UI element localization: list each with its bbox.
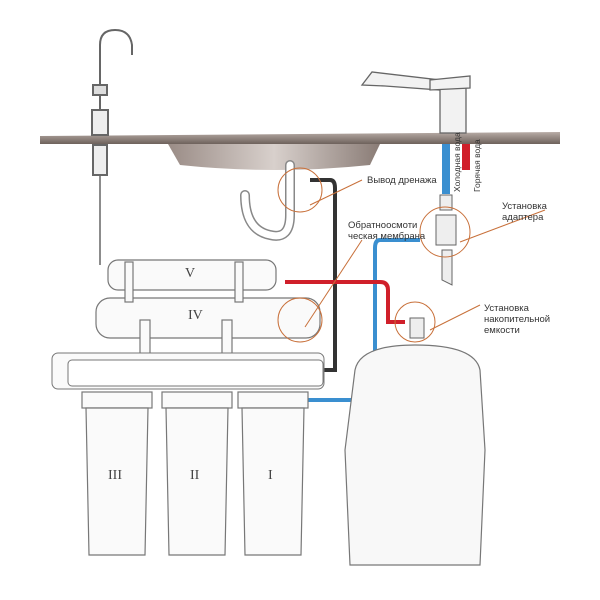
drain-pipe: [310, 178, 337, 372]
label-drain: Вывод дренажа: [367, 175, 437, 186]
stage-2-label: II: [190, 468, 200, 483]
filter-housings: [81, 391, 309, 556]
label-tank-line3: емкости: [484, 325, 520, 336]
stage-5-label: V: [185, 266, 196, 281]
membrane-housings: [95, 259, 321, 361]
countertop: [40, 132, 560, 144]
label-adapter-line2: адаптера: [502, 212, 544, 223]
sink-bowl: [168, 144, 380, 170]
ro-faucet: [91, 28, 133, 265]
cold-pipe: [300, 238, 420, 402]
stage-4-label: IV: [188, 308, 203, 323]
label-hot-water: Горячая вода: [472, 139, 482, 192]
storage-tank: [344, 344, 486, 566]
label-cold-water: Холодная вода: [452, 132, 462, 192]
mixer-faucet: [360, 71, 471, 134]
callouts: [277, 167, 546, 343]
stage-3-label: III: [108, 468, 122, 483]
permeate-pipe: [285, 280, 405, 324]
stage-1-label: I: [268, 468, 273, 483]
adapter: [435, 194, 457, 286]
label-tank-line2: накопительной: [484, 314, 551, 325]
label-membrane-line1: Обратноосмоти: [348, 220, 418, 231]
label-adapter-line1: Установка: [502, 201, 547, 212]
label-tank-line1: Установка: [484, 303, 529, 314]
label-membrane-line2: ческая мембрана: [348, 231, 426, 242]
